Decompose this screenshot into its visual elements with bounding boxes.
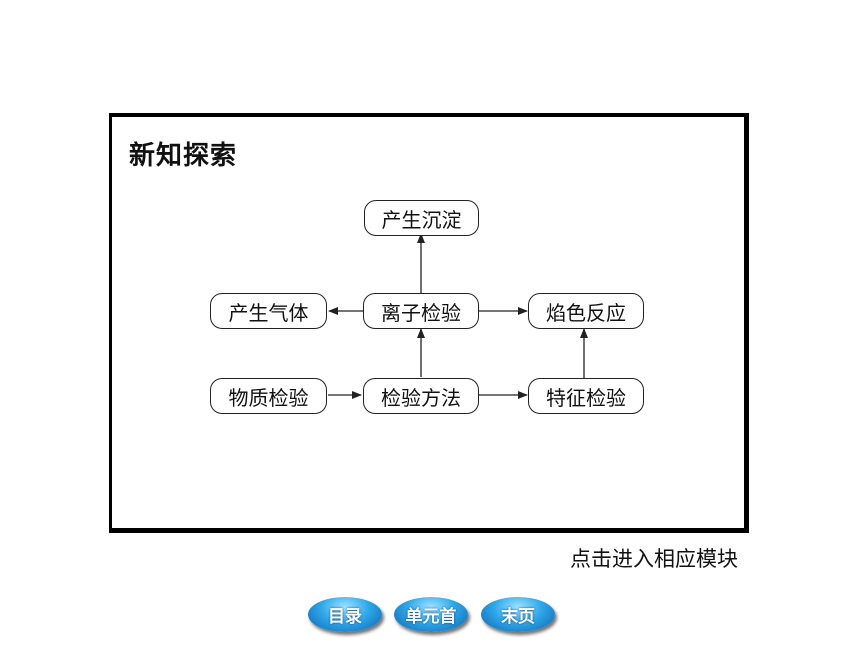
node-precipitate[interactable]: 产生沉淀: [364, 200, 479, 236]
panel-title: 新知探索: [129, 141, 238, 171]
node-flame-test[interactable]: 焰色反应: [528, 293, 644, 329]
node-gas[interactable]: 产生气体: [210, 293, 327, 329]
content-panel: 新知探索 产生沉淀 产生气体 离子检验 焰色反应 物质检验 检验方法 特征检验: [109, 113, 749, 533]
hint-text: 点击进入相应模块: [570, 547, 738, 571]
node-feature-test[interactable]: 特征检验: [528, 378, 644, 414]
node-ion-test[interactable]: 离子检验: [363, 293, 479, 329]
flow-diagram: [328, 233, 588, 399]
last-page-button[interactable]: 末页: [481, 597, 555, 632]
toc-button[interactable]: 目录: [308, 597, 382, 632]
unit-first-button[interactable]: 单元首: [394, 597, 468, 632]
node-substance-test[interactable]: 物质检验: [210, 378, 327, 414]
node-test-method[interactable]: 检验方法: [363, 378, 479, 414]
